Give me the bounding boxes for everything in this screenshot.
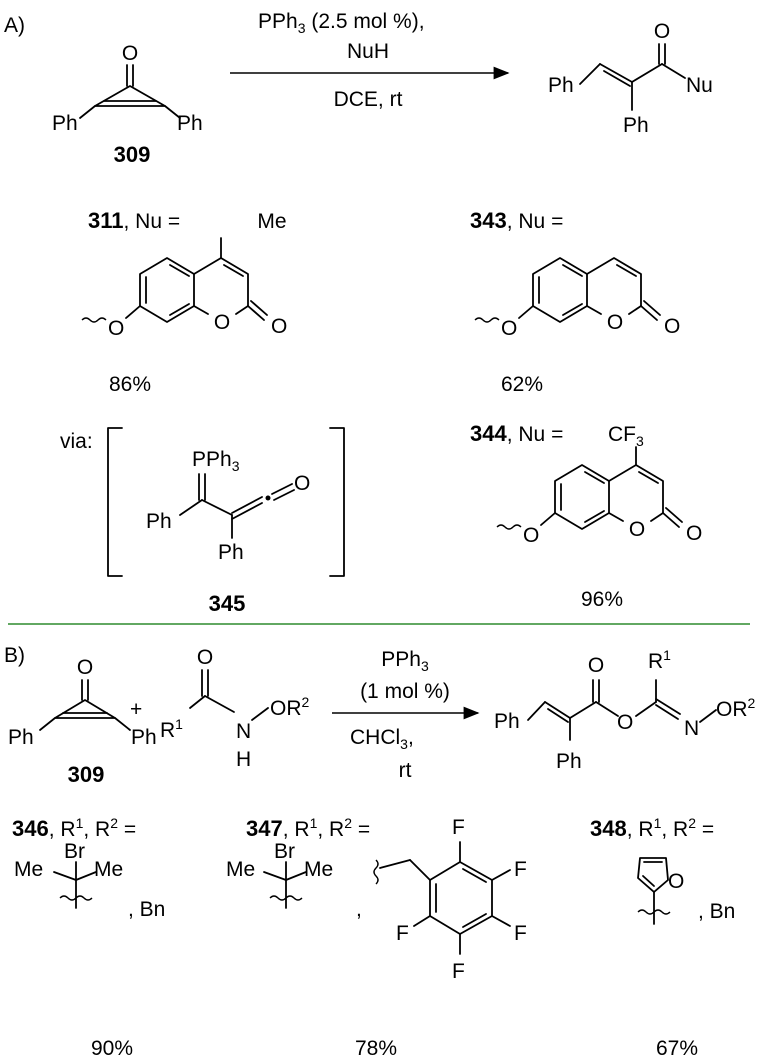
methyl-right: Me [304, 858, 333, 881]
yield-346: 90% [91, 1037, 133, 1060]
ether-oxygen: O [523, 524, 539, 547]
example-347: 347, R1, R2 = Br Me Me , F F F F F 78% [226, 815, 527, 1060]
methyl-substituent: Me [257, 210, 286, 233]
ether-oxygen: O [501, 317, 517, 340]
product-b-phenyl-2: Ph [556, 750, 582, 773]
product-b-phenyl-1: Ph [494, 710, 520, 733]
ester-carbonyl-o: O [588, 654, 604, 677]
product-phenyl-1: Ph [548, 74, 574, 97]
yield-343: 62% [501, 373, 543, 396]
panel-a-label: A) [4, 14, 25, 37]
reactant-309-b-structure: O Ph Ph 309 [8, 656, 157, 787]
yield-311: 86% [109, 373, 151, 396]
product-phenyl-2: Ph [623, 114, 649, 137]
carbonyl-oxygen: O [271, 315, 287, 338]
methyl-left: Me [14, 858, 43, 881]
example-343: 343, Nu = O O O 62% [470, 208, 680, 396]
conditions-b-line-1: PPh3 [381, 648, 429, 674]
yield-347: 78% [355, 1037, 397, 1060]
phenyl-left-label: Ph [52, 112, 78, 135]
compound-number-309-b: 309 [68, 762, 105, 787]
plus-sign: + [130, 698, 142, 721]
reactant-309-structure: O Ph Ph 309 [52, 42, 203, 167]
intermediate-phenyl-2: Ph [218, 541, 244, 564]
ring-oxygen: O [607, 311, 623, 334]
ring-oxygen: O [214, 311, 230, 334]
oxime-n: N [684, 717, 699, 740]
amide-oxygen: O [197, 646, 213, 669]
example-311: 311, Nu = Me O O O 86% [81, 208, 287, 396]
via-label: via: [60, 430, 93, 453]
phenyl-right-label: Ph [177, 112, 203, 135]
r1-label: R1 [160, 716, 183, 742]
conditions-b-line-2: (1 mol %) [360, 680, 450, 703]
compound-number-345: 345 [209, 591, 246, 616]
ring-oxygen: O [629, 518, 645, 541]
compound-number-309: 309 [114, 142, 151, 167]
panel-b-label: B) [4, 644, 25, 667]
product-r1: R1 [648, 647, 671, 673]
or2-label: OR2 [270, 694, 310, 720]
reaction-arrow-a: PPh3 (2.5 mol %), NuH DCE, rt [230, 10, 510, 111]
conditions-b-line-4: rt [399, 759, 412, 782]
carbonyl-oxygen: O [664, 315, 680, 338]
example-346-label: 346, R1, R2 = [12, 815, 136, 841]
conditions-b-line-3: CHCl3, [350, 726, 414, 752]
furan-oxygen: O [668, 870, 684, 893]
carbonyl-oxygen: O [77, 656, 93, 679]
ester-oxygen: O [617, 711, 633, 734]
bromo-label: Br [274, 840, 295, 863]
example-343-label: 343, Nu = [470, 208, 563, 233]
product-a-structure: Ph Ph O Nu [548, 20, 713, 137]
product-or2: OR2 [716, 695, 756, 721]
bn-label-348: , Bn [698, 900, 735, 923]
example-348: 348, R1, R2 = O , Bn 67% [590, 815, 735, 1060]
comma-347: , [356, 898, 362, 921]
bn-label-346: , Bn [128, 898, 165, 921]
intermediate-phenyl-1: Ph [146, 510, 172, 533]
pph3-label: PPh3 [192, 448, 240, 474]
phenyl-left-label: Ph [8, 726, 34, 749]
product-oxygen: O [654, 20, 670, 43]
fluorine-5: F [396, 922, 409, 945]
phenyl-right-label: Ph [131, 726, 157, 749]
amide-h: H [236, 748, 251, 771]
product-nu-label: Nu [686, 74, 713, 97]
product-b-structure: Ph Ph O O R1 N OR2 [494, 647, 756, 773]
conditions-line-1: PPh3 (2.5 mol %), [258, 10, 425, 36]
fluorine-4: F [452, 960, 465, 983]
reagent-hydroxamate: O R1 N H OR2 [160, 646, 310, 771]
example-344: 344, Nu = CF3 O O O 96% [470, 421, 702, 611]
bromo-label: Br [64, 840, 85, 863]
conditions-line-2: NuH [347, 40, 389, 63]
example-348-label: 348, R1, R2 = [590, 815, 714, 841]
yield-348: 67% [656, 1037, 698, 1060]
ketene-oxygen: O [294, 472, 310, 495]
reaction-arrow-b: PPh3 (1 mol %) CHCl3, rt [332, 648, 480, 782]
carbonyl-oxygen: O [122, 42, 138, 65]
example-311-label: 311, Nu = [88, 208, 180, 233]
fluorine-2: F [514, 858, 527, 881]
yield-344: 96% [581, 588, 623, 611]
example-346: 346, R1, R2 = Br Me Me , Bn 90% [12, 815, 165, 1060]
cf3-substituent: CF3 [608, 423, 644, 449]
amide-n: N [236, 720, 251, 743]
methyl-left: Me [226, 858, 255, 881]
fluorine-1: F [452, 816, 465, 839]
example-347-label: 347, R1, R2 = [246, 815, 370, 841]
ether-oxygen: O [108, 317, 124, 340]
example-344-label: 344, Nu = [470, 421, 563, 446]
intermediate-345: via: PPh3 Ph Ph O 345 [60, 427, 345, 616]
methyl-right: Me [94, 858, 123, 881]
conditions-line-3: DCE, rt [334, 88, 403, 111]
carbonyl-oxygen: O [686, 522, 702, 545]
fluorine-3: F [514, 922, 527, 945]
